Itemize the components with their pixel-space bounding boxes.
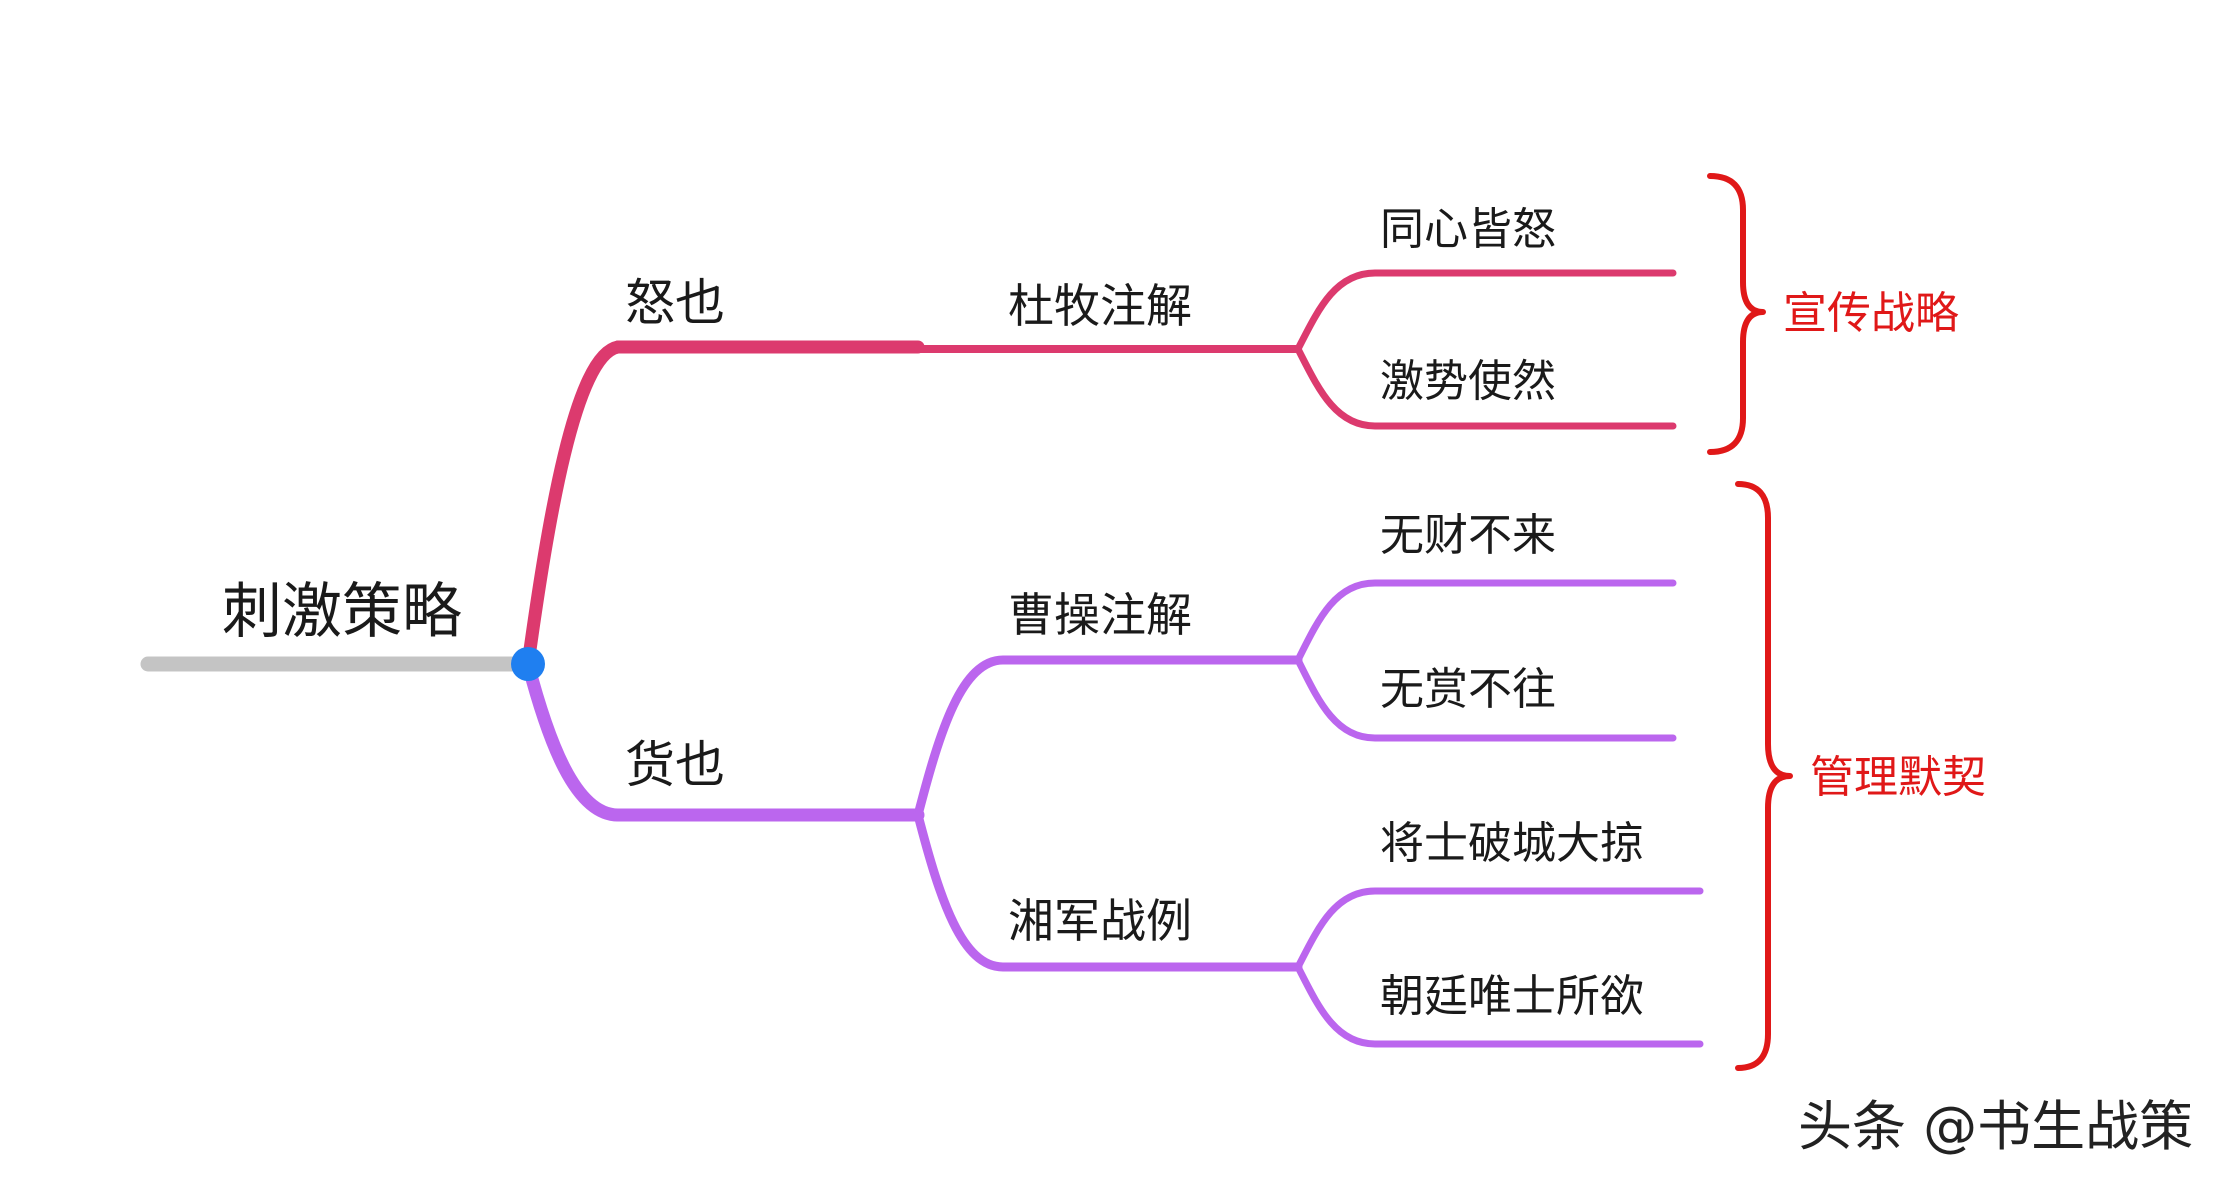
branch-label-huoye[interactable]: 货也 bbox=[625, 736, 725, 794]
leaf-wushang-connector bbox=[1294, 656, 1677, 742]
annotation-guanli: 管理默契 bbox=[1810, 752, 1986, 803]
subbranch-label-dumu[interactable]: 杜牧注解 bbox=[1008, 279, 1192, 333]
subbranch-label-caocao[interactable]: 曹操注解 bbox=[1008, 588, 1192, 642]
root-node-dot[interactable] bbox=[511, 647, 545, 681]
leaf-jishi-connector bbox=[1294, 345, 1677, 430]
leaf-label-jishi[interactable]: 激势使然 bbox=[1380, 356, 1556, 407]
branch-huoye-connector bbox=[521, 657, 625, 822]
bracket-xuanchuan bbox=[1707, 173, 1766, 455]
caocao-line bbox=[913, 655, 1303, 820]
leaf-label-tongxin[interactable]: 同心皆怒 bbox=[1380, 204, 1556, 255]
leaf-wucai-connector bbox=[1294, 579, 1677, 664]
xiangjun-line bbox=[913, 810, 1303, 972]
branch-label-nuye[interactable]: 怒也 bbox=[625, 274, 725, 332]
leaf-jiangshi-connector bbox=[1294, 887, 1704, 971]
subbranch-label-xiangjun[interactable]: 湘军战例 bbox=[1008, 894, 1192, 948]
branch-nuye-connector bbox=[521, 340, 625, 671]
root-label[interactable]: 刺激策略 bbox=[222, 577, 462, 647]
leaf-label-chaoting[interactable]: 朝廷唯士所欲 bbox=[1380, 971, 1644, 1022]
watermark: 头条 @书生战策 bbox=[1798, 1095, 2194, 1158]
bracket-guanli bbox=[1735, 481, 1793, 1071]
leaf-label-wushang[interactable]: 无赏不往 bbox=[1380, 664, 1556, 715]
leaf-label-wucai[interactable]: 无财不来 bbox=[1380, 510, 1556, 561]
leaf-tongxin-connector bbox=[1294, 269, 1677, 353]
leaf-chaoting-connector bbox=[1294, 963, 1704, 1048]
annotation-xuanchuan: 宣传战略 bbox=[1783, 288, 1959, 339]
leaf-label-jiangshi[interactable]: 将士破城大掠 bbox=[1380, 818, 1644, 869]
